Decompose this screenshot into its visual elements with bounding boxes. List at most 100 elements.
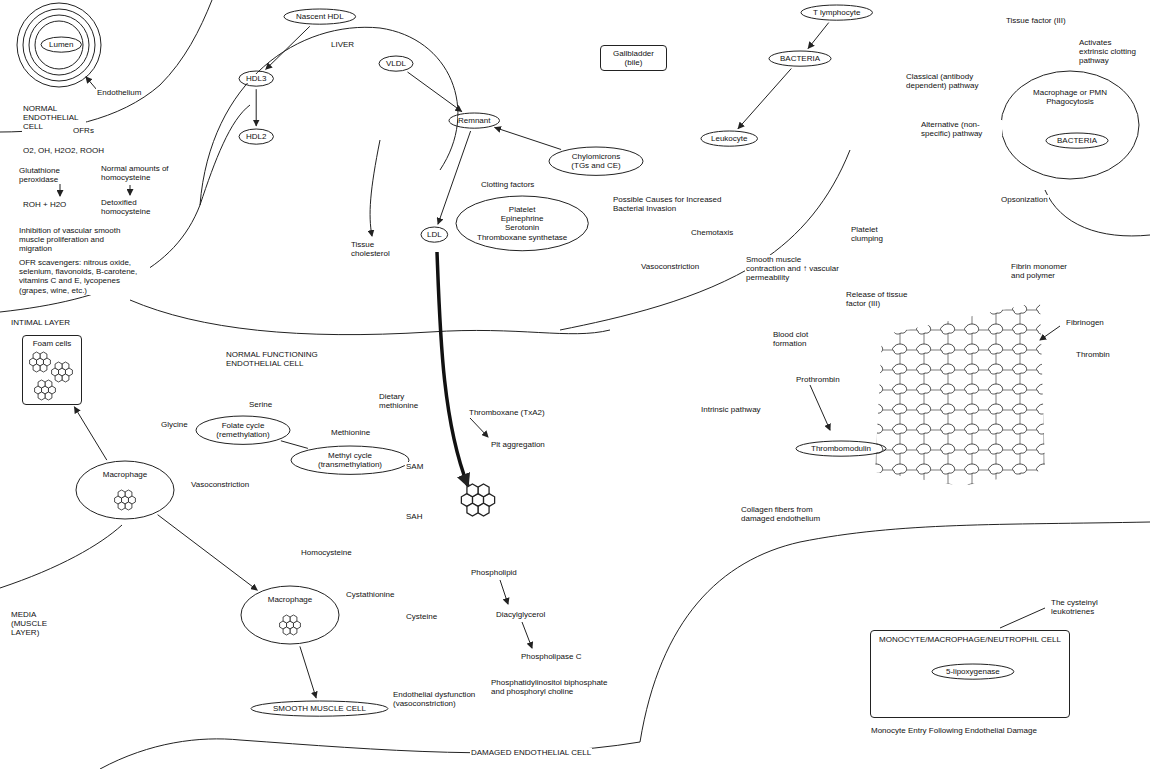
annotation-text: Release of tissue factor (III) [845, 290, 917, 308]
cell-ellipse: HDL2 [238, 128, 274, 145]
layer-boundary [100, 739, 640, 769]
connector [266, 26, 310, 69]
cell-outline-ellipse [701, 131, 757, 146]
cell-boundary [1045, 190, 1150, 236]
cell-ellipse: Macrophage or PMN PhagocytosisBACTERIA [1000, 70, 1140, 180]
cell-text: Macrophage or PMN Phagocytosis [1030, 88, 1110, 106]
annotation-text: Normal amounts of homocysteine [100, 164, 177, 182]
cell-ellipse: BACTERIA [1045, 132, 1109, 149]
cell-outline-ellipse [291, 446, 409, 474]
cell-ellipse: Remnant [448, 112, 500, 129]
annotation-text: Monocyte Entry Following Endothelial Dam… [870, 726, 1038, 735]
connector [74, 407, 107, 460]
foam-cell [52, 362, 73, 382]
cell-ellipse: HDL3 [238, 70, 274, 87]
cell-ellipse: T lymphocyte [800, 4, 873, 21]
annotation-text: MEDIA (MUSCLE LAYER) [10, 610, 67, 638]
cell-ellipse: Nascent HDL [283, 8, 357, 25]
connector [438, 131, 471, 224]
annotation-text: Clotting factors [480, 180, 535, 189]
cell-text: BACTERIA [1057, 136, 1097, 145]
annotation-text: Smooth muscle contraction and ↑ vascular… [745, 255, 842, 283]
annotation-text: Collagen fibers from damaged endothelium [740, 505, 822, 523]
cell-outline-ellipse [801, 5, 872, 20]
cell-text: Nascent HDL [296, 12, 344, 21]
leader-line [130, 185, 131, 195]
leader-line [470, 418, 488, 437]
cell-text: Platelet [477, 205, 567, 214]
foam-cell [115, 490, 136, 510]
cell-ellipse: Macrophage [75, 460, 175, 520]
cell-boundary [0, 0, 212, 132]
leader-line [1000, 608, 1045, 628]
vessel-ring [35, 21, 83, 69]
leader-line [1040, 326, 1060, 340]
cell-outline-ellipse [251, 701, 388, 716]
annotation-text: Vasoconstriction [190, 480, 250, 489]
annotation-text: Cystathionine [345, 590, 395, 599]
annotation-text: Vasoconstriction [640, 262, 700, 271]
annotation-text: Detoxified homocysteine [100, 198, 177, 216]
cell-text: Leukocyte [711, 134, 747, 143]
cell-outline-ellipse [379, 56, 413, 71]
cell-outline-ellipse [239, 129, 273, 144]
cell-text: LDL [427, 230, 442, 239]
cell-ellipse: LDL [420, 226, 449, 243]
cell-text: T lymphocyte [813, 8, 860, 17]
annotation-text: SAH [405, 512, 423, 521]
cell-outline-ellipse [1046, 133, 1108, 148]
annotation-text: Endothelial dysfunction (vasoconstrictio… [392, 690, 484, 708]
cell-outline-ellipse [239, 71, 273, 86]
cell-text: BACTERIA [780, 54, 820, 63]
annotation-text: OFRs [72, 126, 95, 135]
cell-text: Lumen [49, 40, 73, 49]
annotation-text: Prothrombin [795, 375, 841, 384]
cell-text: Epinephrine [477, 214, 567, 223]
foam-cell [280, 615, 301, 635]
annotation-text: Intrinsic pathway [700, 405, 762, 414]
annotation-text: Methionine [330, 428, 371, 437]
annotation-text: Diacylglycerol [495, 610, 546, 619]
annotation-text: SAM [405, 462, 424, 471]
annotation-text: Chemotaxis [690, 228, 734, 237]
cell-text: Folate cycle (remethylation) [212, 421, 274, 439]
cell-box: Foam cells [22, 335, 82, 405]
cell-outline-ellipse [769, 51, 831, 66]
annotation-text: Alternative (non-specific) pathway [920, 120, 1002, 138]
cell-text: HDL2 [246, 132, 266, 141]
cell-text: 5-lipoxygenase [946, 667, 1000, 676]
annotation-text: Phosphatidylinositol biphosphate and pho… [490, 678, 617, 696]
cell-outline-ellipse [449, 113, 499, 128]
layer-boundary [0, 525, 122, 588]
annotation-text: O2, OH, H2O2, ROOH [22, 146, 105, 155]
cell-ellipse: Macrophage [240, 585, 340, 645]
foam-cell [35, 380, 56, 400]
annotation-text: Thrombin [1075, 350, 1111, 359]
cell-outline-ellipse [196, 416, 290, 444]
annotation-text: LIVER [330, 40, 355, 49]
annotation-text: Opsonization [1000, 195, 1049, 204]
leader-line [500, 580, 508, 604]
cell-outline-ellipse [1001, 71, 1139, 179]
cell-text: Thrombomodulin [811, 444, 871, 453]
cell-boundary [560, 150, 850, 330]
cell-text: Foam cells [27, 339, 77, 348]
annotation-text: Homocysteine [300, 548, 353, 557]
connector [158, 515, 258, 591]
annotation-text: Glutathione peroxidase [18, 166, 82, 184]
annotation-text: Cysteine [405, 612, 438, 621]
cell-text: Thromboxane synthetase [477, 233, 567, 242]
connector [495, 127, 562, 149]
liver-outline [200, 27, 458, 205]
cell-ellipse: Chylomicrons (TGs and CE) [548, 146, 644, 176]
cell-outline-ellipse [41, 37, 81, 52]
cell-ellipse: Thrombomodulin [795, 440, 887, 457]
vessel-ring [23, 9, 95, 81]
annotation-text: Inhibition of vascular smooth muscle pro… [18, 226, 140, 254]
cell-outline [75, 460, 175, 520]
cell-outline-ellipse [241, 586, 339, 644]
cell-ellipse: Folate cycle (remethylation) [195, 415, 291, 445]
leader-line [522, 622, 532, 648]
cell-ellipse: 5-lipoxygenase [931, 663, 1015, 680]
